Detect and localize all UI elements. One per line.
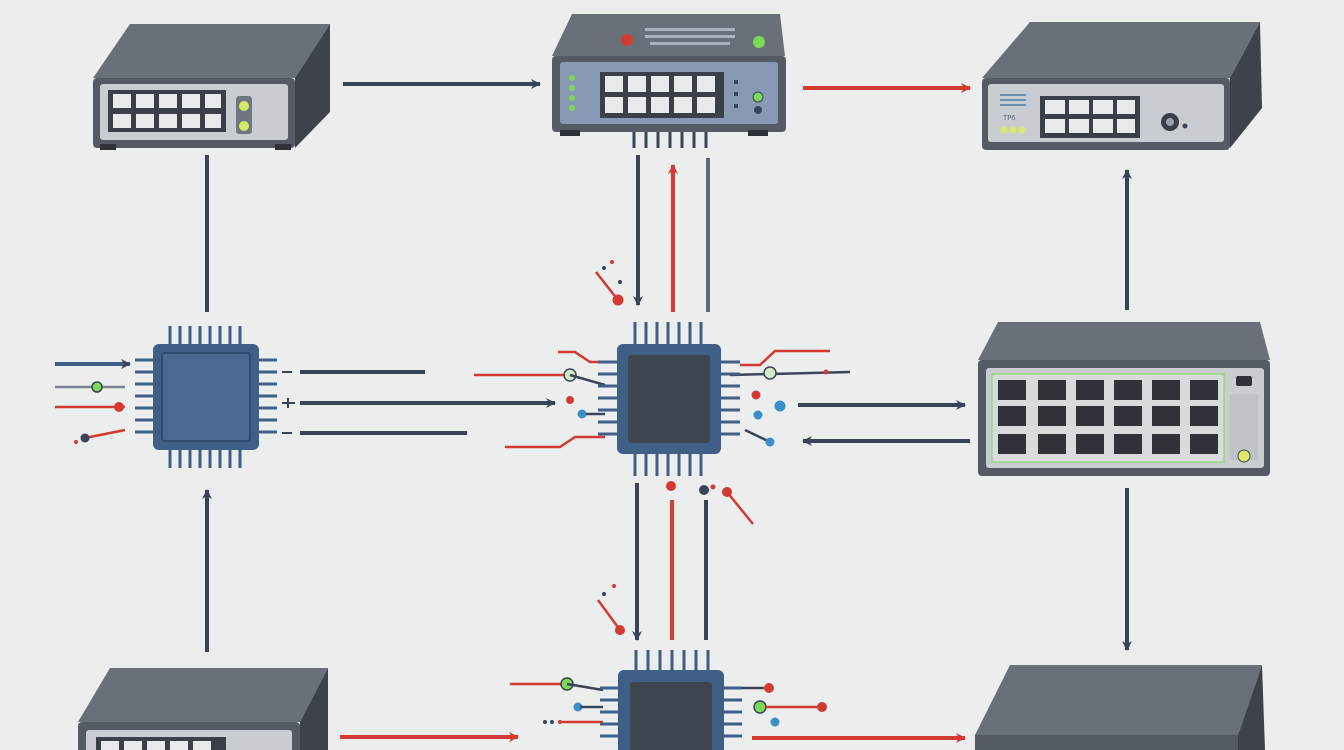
connections [55, 79, 1132, 743]
switch-top-center [552, 14, 786, 148]
router-tag-text: TP6 [1003, 114, 1016, 122]
device-bottom-right [975, 665, 1265, 750]
signal-stubs [55, 260, 851, 727]
chip-mid-left [135, 326, 295, 468]
chip-bottom-center [600, 650, 742, 750]
switch-bottom-left [78, 668, 328, 750]
router-top-right: TP6 [982, 22, 1262, 150]
chip-center [598, 322, 740, 476]
switch-top-left [93, 24, 330, 150]
switch-mid-right [978, 322, 1270, 476]
